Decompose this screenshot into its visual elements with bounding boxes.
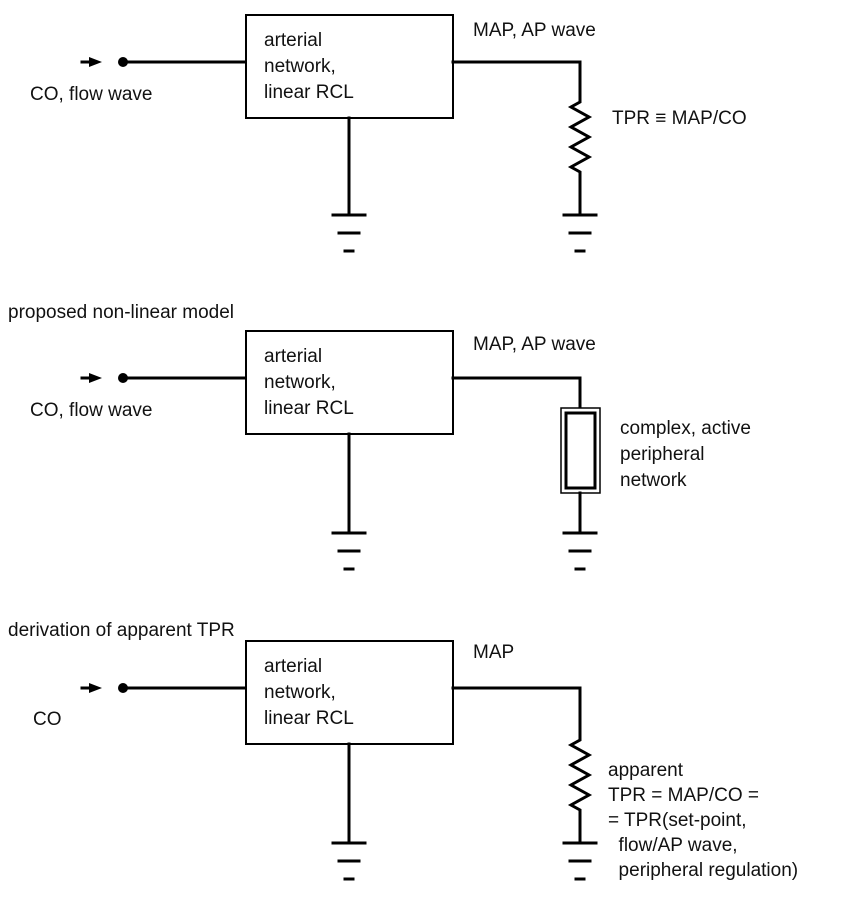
element-label-5: peripheral regulation) xyxy=(608,860,798,881)
panel-title: proposed non-linear model xyxy=(8,302,234,323)
output-label: MAP xyxy=(473,642,514,663)
input-arrow xyxy=(80,57,102,67)
panel-linear-model: CO, flow wave arterial network, linear R… xyxy=(30,14,747,253)
box-line-2: network, xyxy=(264,682,336,703)
arterial-network-box xyxy=(245,330,454,435)
input-label: CO, flow wave xyxy=(30,400,152,421)
box-line-3: linear RCL xyxy=(264,398,354,419)
output-wire xyxy=(451,686,582,737)
element-label-2: TPR = MAP/CO = xyxy=(608,785,759,806)
input-label: CO xyxy=(33,709,62,730)
resistor-symbol xyxy=(567,733,593,817)
ground-symbol xyxy=(331,116,367,253)
output-label: MAP, AP wave xyxy=(473,334,596,355)
input-arrow xyxy=(80,683,102,693)
input-label: CO, flow wave xyxy=(30,84,152,105)
box-line-2: network, xyxy=(264,372,336,393)
box-line-2: network, xyxy=(264,56,336,77)
ground-symbol xyxy=(562,175,598,253)
resistor-symbol xyxy=(567,95,593,179)
ground-symbol xyxy=(562,491,598,571)
output-wire xyxy=(451,376,582,410)
output-wire xyxy=(451,60,582,99)
ground-symbol xyxy=(562,813,598,881)
element-label-1: apparent xyxy=(608,760,684,781)
box-line-1: arterial xyxy=(264,346,322,367)
arterial-network-box xyxy=(245,14,454,119)
ground-symbol xyxy=(331,742,367,881)
arterial-network-box xyxy=(245,640,454,745)
output-label: MAP, AP wave xyxy=(473,20,596,41)
panel-apparent-tpr: derivation of apparent TPR CO arterial n… xyxy=(8,620,798,881)
input-arrow xyxy=(80,373,102,383)
element-label-1: complex, active xyxy=(620,418,751,439)
element-label-3: network xyxy=(620,470,687,491)
box-line-1: arterial xyxy=(264,656,322,677)
element-label-2: peripheral xyxy=(620,444,705,465)
element-label-4: flow/AP wave, xyxy=(608,835,738,856)
element-label-1: TPR ≡ MAP/CO xyxy=(612,108,747,129)
box-line-3: linear RCL xyxy=(264,708,354,729)
element-label-3: = TPR(set-point, xyxy=(608,810,747,831)
panel-nonlinear-model: proposed non-linear model CO, flow wave … xyxy=(8,302,751,571)
ground-symbol xyxy=(331,432,367,571)
box-line-1: arterial xyxy=(264,30,322,51)
box-line-3: linear RCL xyxy=(264,82,354,103)
peripheral-network-block xyxy=(560,407,601,494)
panel-title: derivation of apparent TPR xyxy=(8,620,235,641)
